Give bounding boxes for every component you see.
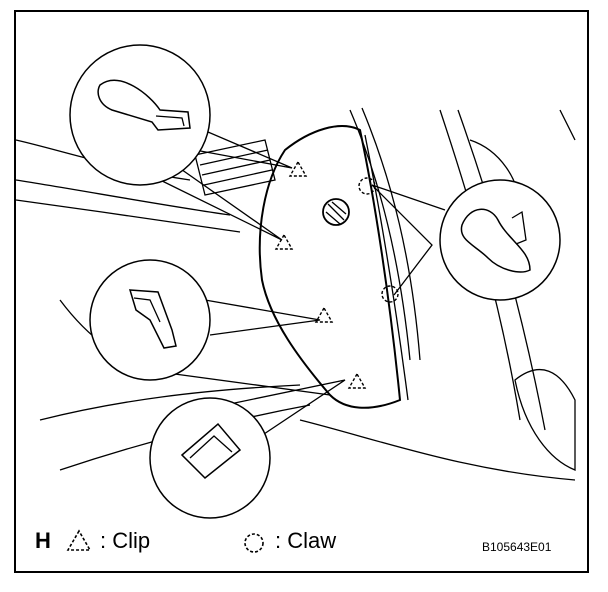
dashboard-line bbox=[15, 199, 241, 233]
claw-marker-icon bbox=[358, 177, 376, 195]
callout-claw bbox=[439, 179, 561, 301]
clip-marker-icon bbox=[274, 233, 294, 250]
pointer-claw bbox=[371, 184, 446, 296]
rear-pillar-line bbox=[559, 109, 576, 141]
floor-line bbox=[39, 384, 301, 421]
vent-slat bbox=[201, 159, 271, 176]
lower-trim-line bbox=[299, 419, 576, 481]
clip-marker-icon bbox=[347, 372, 367, 389]
vent-outline bbox=[194, 139, 276, 196]
figure-code: B105643E01 bbox=[482, 540, 552, 554]
pointer-clip-mid bbox=[204, 299, 321, 336]
callout-clip-low bbox=[149, 397, 271, 519]
speaker-grille-slots bbox=[325, 201, 347, 225]
clip-marker-icon bbox=[288, 160, 308, 177]
clip-legend-label: : Clip bbox=[100, 528, 151, 553]
clip-detail-low bbox=[180, 422, 242, 480]
claw-detail bbox=[460, 208, 531, 273]
speaker-grille bbox=[322, 198, 350, 226]
clip-detail-mid-face bbox=[133, 297, 161, 323]
pointer-clip-low bbox=[224, 379, 346, 441]
door-handle bbox=[514, 369, 576, 471]
trim-panel-edge bbox=[364, 134, 409, 401]
section-letter: H bbox=[35, 528, 51, 553]
trim-panel bbox=[258, 125, 402, 409]
callout-clip-top bbox=[69, 44, 211, 186]
claw-legend-label: : Claw bbox=[275, 528, 337, 553]
dashboard-line bbox=[15, 179, 231, 216]
clip-detail-top-tab bbox=[155, 115, 185, 127]
triangle-dashed-icon bbox=[66, 529, 92, 551]
vent-slat bbox=[203, 169, 273, 186]
pillar-line bbox=[361, 107, 421, 361]
clip-detail-top bbox=[97, 79, 191, 131]
pointer-clip-top-lower bbox=[149, 159, 283, 241]
clip-marker-icon bbox=[314, 306, 334, 323]
pointer-clip-top bbox=[179, 119, 293, 169]
clip-detail-low-fold bbox=[189, 435, 233, 459]
circle-dashed-icon bbox=[244, 533, 264, 553]
claw-marker-icon bbox=[381, 285, 399, 303]
clip-detail-mid bbox=[128, 289, 177, 349]
claw-detail-hook bbox=[511, 210, 527, 245]
